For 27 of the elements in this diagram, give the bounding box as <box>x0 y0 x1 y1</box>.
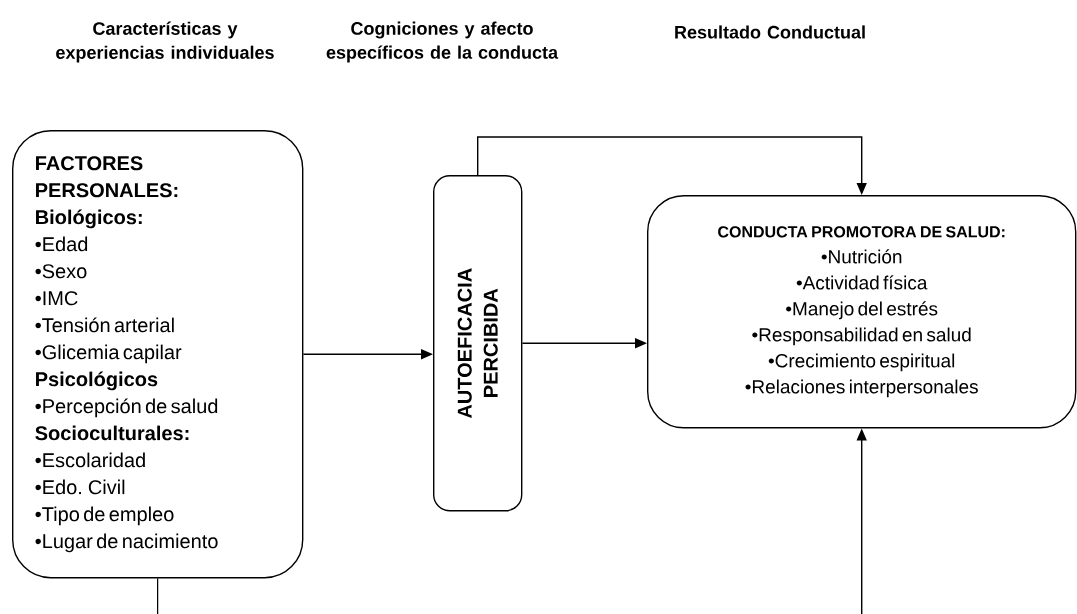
list-item: •Tipo de empleo <box>35 506 174 526</box>
heading: Socioculturales: <box>35 425 189 441</box>
list-item: •Lugar de nacimiento <box>35 533 218 553</box>
list-item: •Actividad física <box>796 275 928 290</box>
self-efficacy-box: AUTOEFICACIA PERCIBIDA <box>433 175 523 512</box>
list-item: •Responsabilidad en salud <box>752 327 971 346</box>
list-item: •Crecimiento espiritual <box>768 353 955 372</box>
list-item: •Edo. Civil <box>35 479 125 495</box>
column-heading: Cogniciones y afecto específicos de la conducta <box>326 21 559 63</box>
list-item: •IMC <box>35 291 78 306</box>
list-item: •Escolaridad <box>35 452 145 468</box>
list-item: •Relaciones interpersonales <box>745 379 978 398</box>
behavior-box <box>647 195 1077 429</box>
list-item: •Sexo <box>35 264 87 279</box>
heading: Biológicos: <box>36 209 142 229</box>
list-item: •Edad <box>35 236 88 252</box>
column-heading: Características y experiencias individuales <box>56 21 274 63</box>
column-heading: Resultado Conductual <box>675 25 865 39</box>
heading: FACTORES PERSONALES: <box>36 156 178 198</box>
list-item: •Percepción de salud <box>35 398 218 418</box>
list-item: •Glicemia capilar <box>35 344 182 364</box>
heading: CONDUCTA PROMOTORA DE SALUD: <box>718 226 1005 238</box>
list-item: •Tensión arterial <box>35 317 174 333</box>
list-item: •Manejo del estrés <box>786 301 938 320</box>
factors-box <box>12 130 304 579</box>
list-item: •Nutrición <box>821 249 902 264</box>
heading: Psicológicos <box>36 371 158 391</box>
